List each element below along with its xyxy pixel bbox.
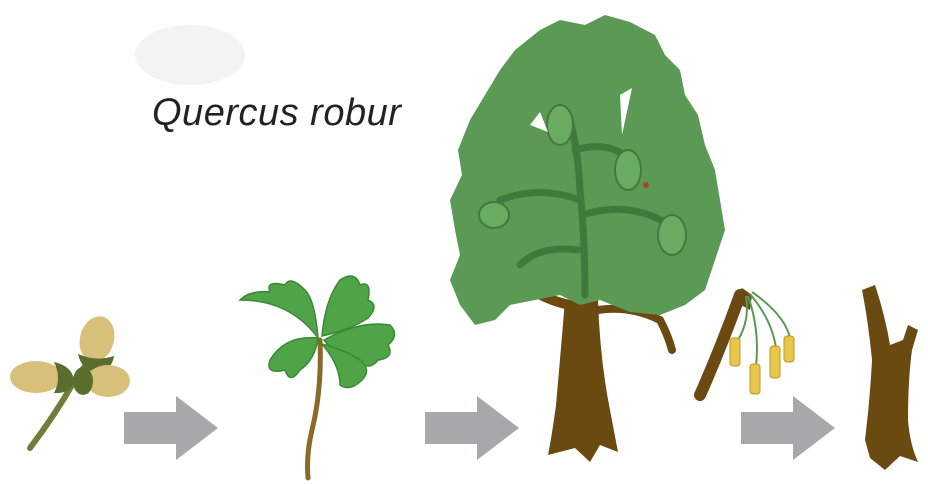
- catkins-icon: [700, 288, 794, 395]
- dead-tree-stump-icon: [862, 285, 918, 470]
- mature-oak-tree-icon: [450, 15, 725, 462]
- smudge: [135, 25, 245, 85]
- seedling-icon: [240, 276, 395, 478]
- arrow-right-icon: [124, 396, 218, 460]
- acorns-icon: [10, 312, 130, 448]
- arrow-right-icon: [425, 396, 519, 460]
- arrow-right-icon: [741, 396, 835, 460]
